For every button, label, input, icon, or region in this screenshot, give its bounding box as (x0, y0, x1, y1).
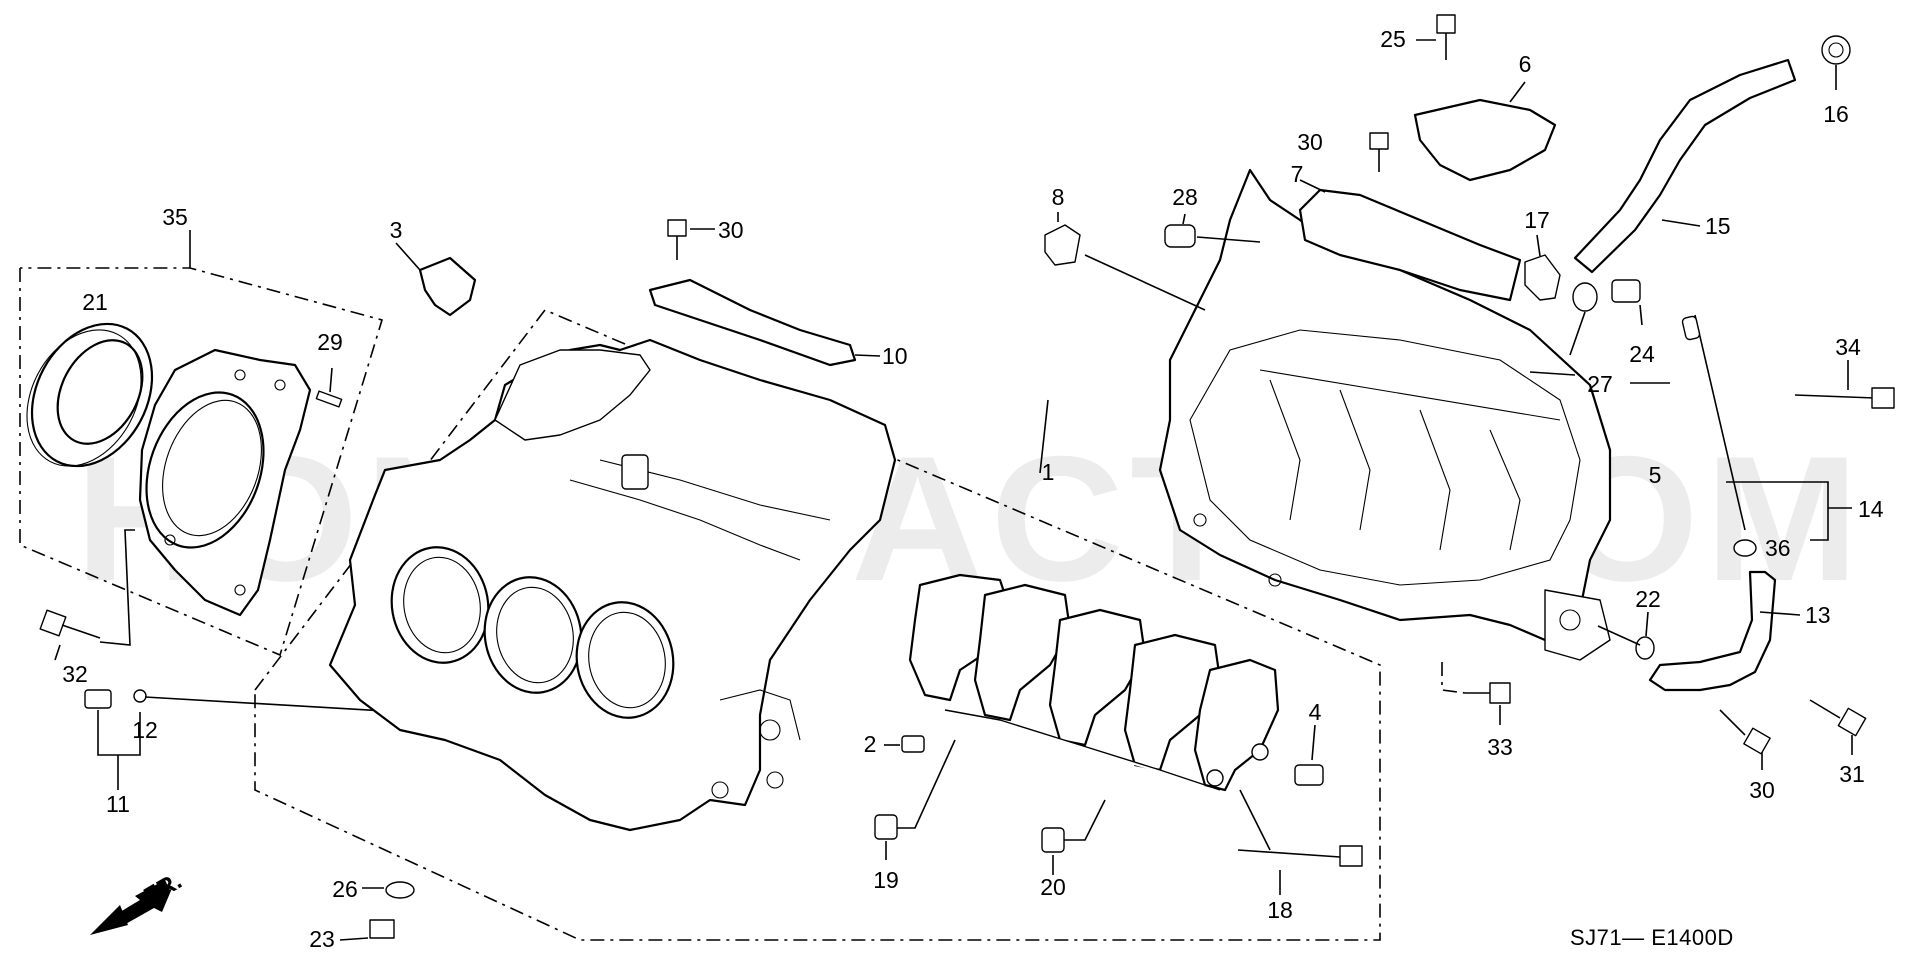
callout-34: 34 (1835, 334, 1861, 360)
callout-20: 20 (1040, 874, 1066, 900)
callout-13: 13 (1805, 602, 1831, 628)
callout-24: 24 (1629, 341, 1655, 367)
callout-23: 23 (309, 926, 335, 952)
part-8-plug (1044, 212, 1206, 311)
part-1-cylinder-block (328, 338, 897, 832)
callout-31: 31 (1839, 761, 1865, 787)
callout-10: 10 (882, 343, 908, 369)
part-14-dipstick (1681, 314, 1852, 541)
part-28-dowel (1164, 213, 1261, 248)
callout-18: 18 (1267, 897, 1293, 923)
part-6-cover (1413, 81, 1557, 182)
part-25-bolt (1416, 14, 1456, 60)
part-5-lower-block (1158, 168, 1612, 661)
callout-6: 6 (1519, 51, 1532, 77)
part-16-clamp (1821, 35, 1851, 90)
callout-22: 22 (1635, 586, 1661, 612)
part-36-o-ring (1733, 539, 1757, 557)
diagram-code: SJ71— E1400D (1570, 925, 1734, 950)
callout-30-right: 30 (1749, 777, 1775, 803)
callout-27: 27 (1587, 371, 1613, 397)
callout-16: 16 (1823, 101, 1849, 127)
callout-11: 11 (106, 791, 130, 817)
part-20-dowel (1041, 799, 1106, 875)
part-23-drain-plug (339, 919, 395, 941)
front-direction-arrow: FR. (90, 867, 186, 935)
callout-1: 1 (1042, 459, 1055, 485)
callout-8: 8 (1052, 184, 1065, 210)
callout-3: 3 (390, 217, 403, 243)
part-31-bolt (1809, 699, 1867, 755)
part-13-dipstick-tube (1648, 570, 1801, 692)
callout-36: 36 (1765, 535, 1791, 561)
callout-21: 21 (82, 289, 108, 315)
callout-33: 33 (1487, 734, 1513, 760)
callout-25: 25 (1380, 26, 1406, 52)
part-21-oil-seal (26, 322, 154, 468)
bearing-caps (908, 573, 1280, 792)
part-35-seal-housing (138, 348, 312, 617)
part-26-washer (362, 881, 415, 899)
callout-15: 15 (1705, 213, 1731, 239)
callout-30-top: 30 (718, 217, 744, 243)
part-19-dowel (874, 739, 956, 860)
callout-labels: 35 21 29 3 30 10 1 8 28 7 30 25 6 17 16 … (62, 26, 1884, 952)
part-10-gasket (648, 278, 881, 367)
part-30-bolt-upper (1369, 132, 1389, 172)
callout-2: 2 (864, 731, 877, 757)
part-17-clip (1524, 234, 1561, 301)
group-1-bracket (254, 309, 1381, 941)
part-24-plug (1611, 279, 1643, 326)
part-30-bolt-top (667, 219, 715, 260)
part-22-washer (1597, 611, 1655, 660)
part-4-bolt (1294, 724, 1324, 786)
part-30-bolt-right (1719, 709, 1771, 770)
callout-14: 14 (1858, 496, 1884, 522)
part-15-hose (1573, 58, 1797, 274)
part-7-cover (1298, 179, 1522, 302)
callout-5: 5 (1649, 462, 1662, 488)
callout-19: 19 (873, 867, 899, 893)
part-27-washer (1529, 282, 1670, 384)
part-18-bolt (1237, 789, 1363, 895)
callout-4: 4 (1309, 699, 1322, 725)
callout-30-upper: 30 (1297, 129, 1323, 155)
part-33-bolt (1441, 662, 1511, 725)
part-29-dowel-pin (315, 367, 343, 408)
callout-7: 7 (1291, 161, 1304, 187)
part-3-bracket (395, 242, 477, 317)
callout-17: 17 (1524, 207, 1550, 233)
callout-28: 28 (1172, 184, 1198, 210)
callout-12: 12 (132, 717, 158, 743)
callout-29: 29 (317, 329, 343, 355)
part-2-bolt (884, 735, 925, 753)
part-32-bolt (39, 529, 135, 661)
callout-26: 26 (332, 876, 358, 902)
callout-35: 35 (162, 204, 188, 230)
part-34-bolt (1794, 360, 1895, 409)
callout-32: 32 (62, 661, 88, 687)
group-35-bracket (19, 230, 384, 657)
